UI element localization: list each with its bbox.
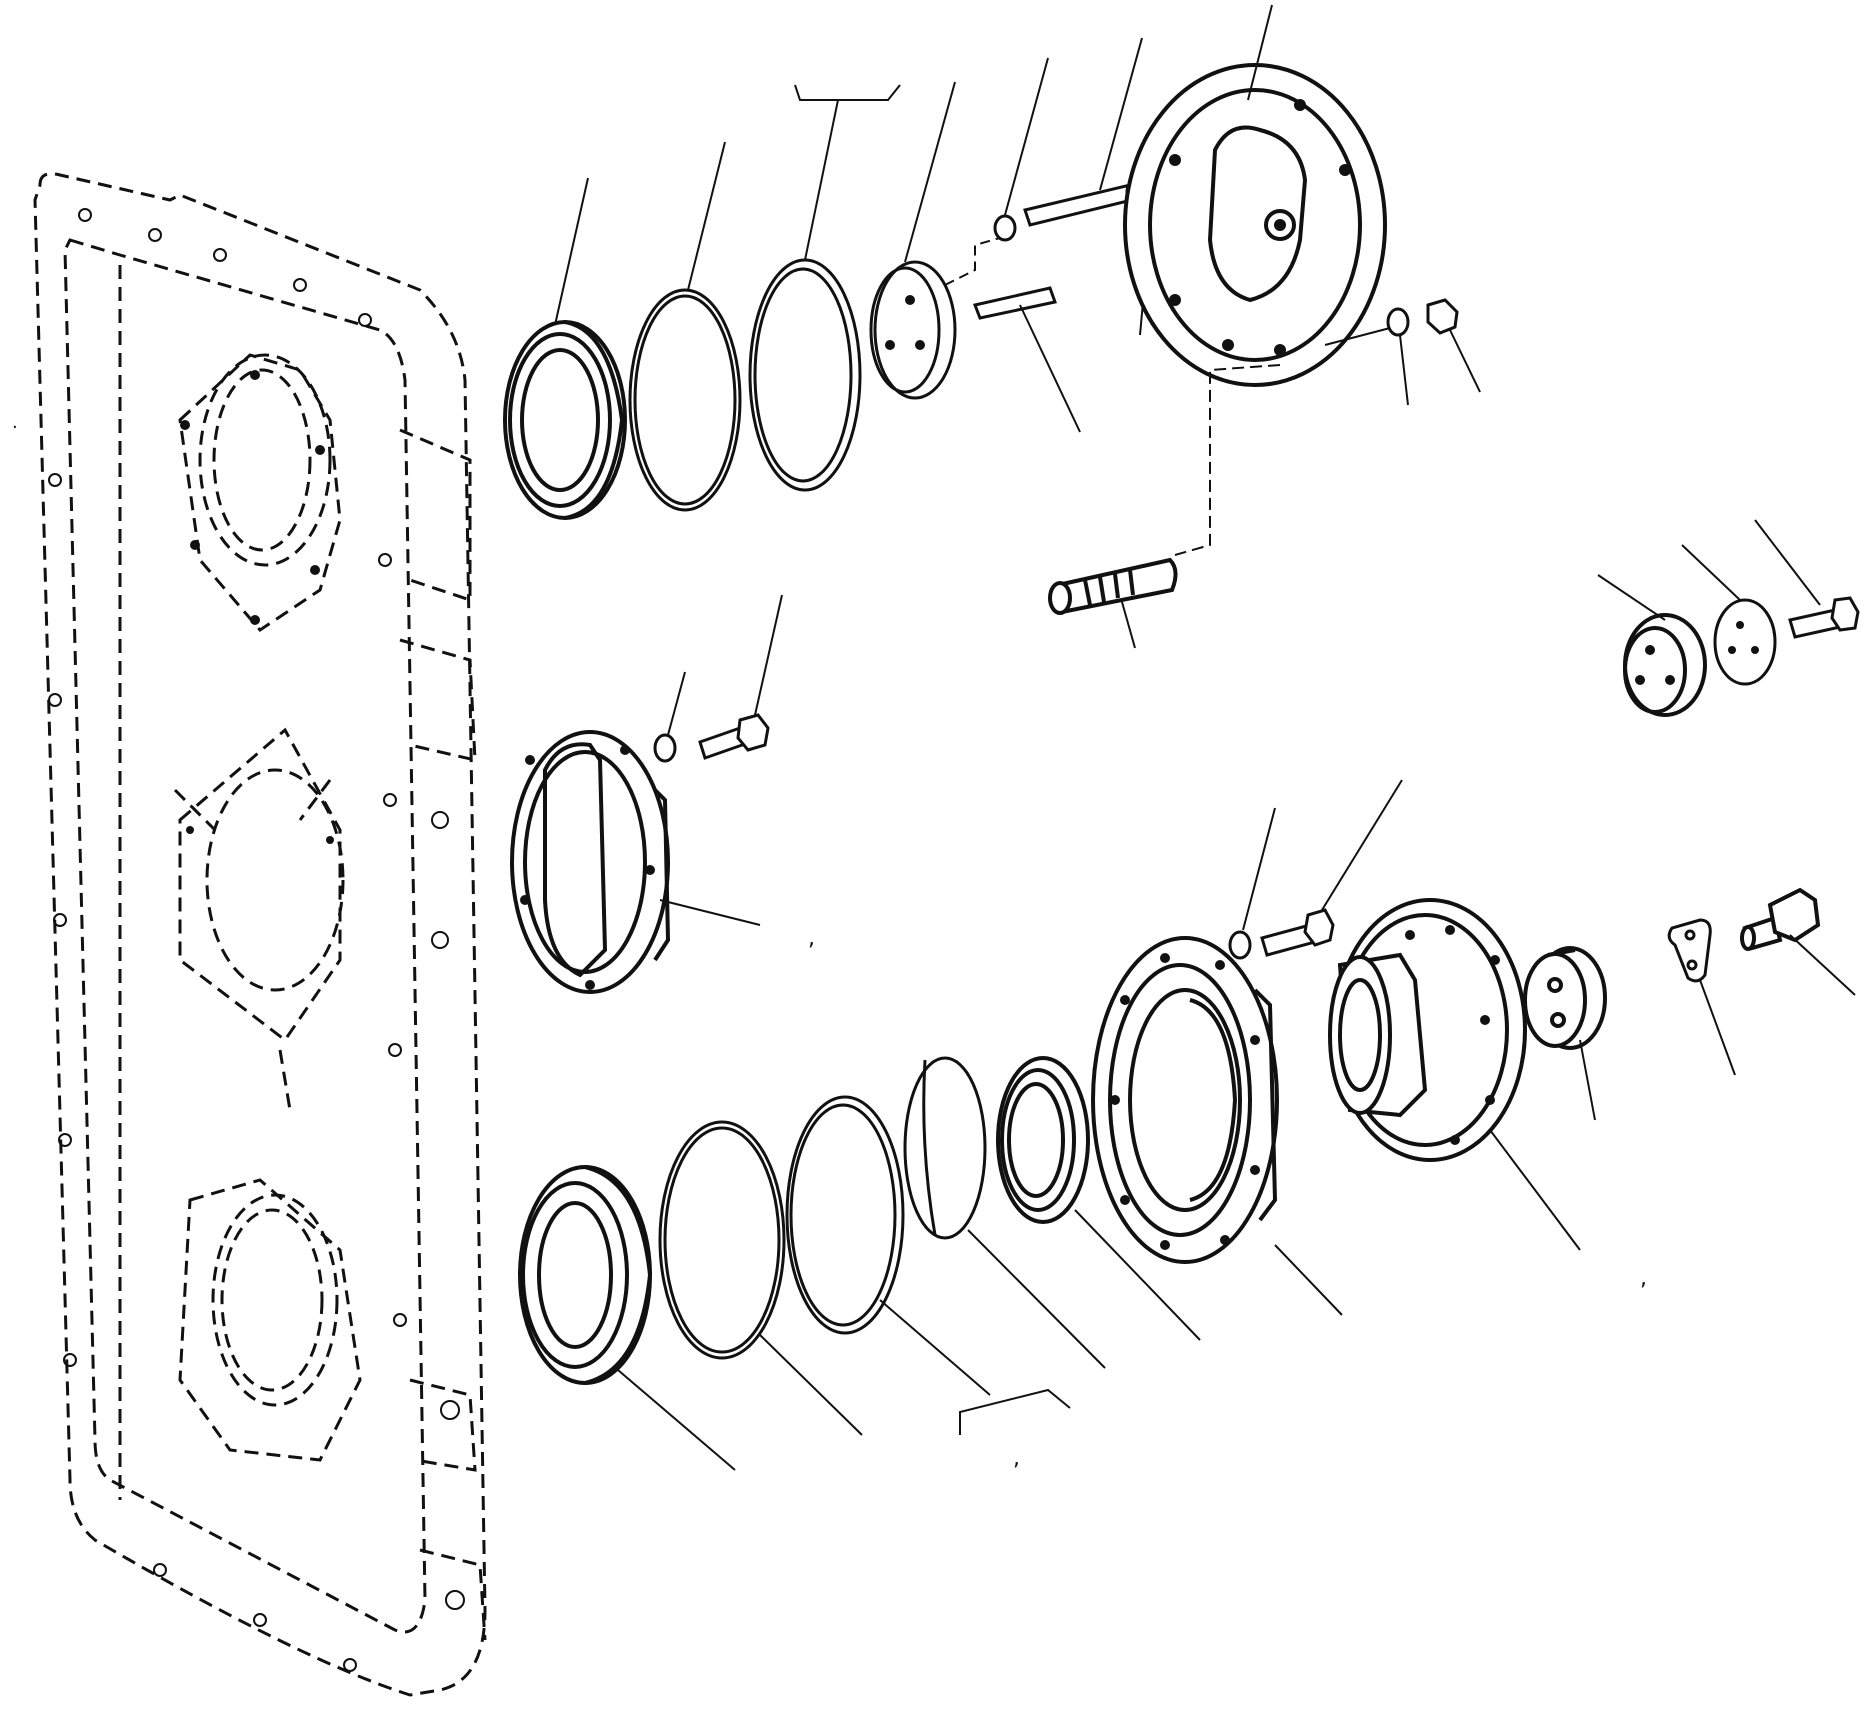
flange-mark: , [1640,1266,1647,1291]
lower-snap-ring [658,1120,786,1360]
middle-cover-mark: , [808,926,815,951]
stud [1048,557,1178,615]
upper-snap-ring [628,288,742,512]
end-washer-plate [1523,946,1607,1050]
middle-washer [653,733,677,763]
upper-pin-leader-dashed [944,237,1001,286]
lower-oil-seal [996,1056,1090,1224]
flange-bolt [1740,887,1821,951]
small-cap-3-holes [869,260,957,400]
lower-shim-bracket [959,1388,1071,1435]
lower-bearing-cage [1091,936,1279,1264]
lock-plate [1667,918,1712,983]
margin-mark: . [12,412,18,433]
lower-bolt [1260,908,1335,957]
housing-outline [33,172,487,1697]
upper-shim-bracket [794,84,901,101]
upper-long-pin [1023,181,1143,227]
lower-spacer [903,1056,987,1240]
housing-stud-holes [180,370,334,844]
lower-washer [1228,930,1252,960]
middle-bearing-cover [510,730,671,994]
lower-shim [785,1095,905,1335]
upper-washer [993,214,1017,242]
lower-bearing [518,1165,653,1385]
upper-lock-washer [1386,307,1410,337]
upper-bearing [503,320,627,520]
splined-flange-yoke [1328,898,1527,1162]
upper-nut [1426,298,1459,335]
upper-bearing-cover [1123,63,1387,387]
right-plate-3-holes [1713,598,1777,686]
middle-bolt [698,713,770,760]
lower-bracket-mark: , [1013,1446,1020,1471]
housing-bolt-holes [48,208,465,1672]
upper-shim [748,258,862,492]
upper-short-pin [972,286,1057,320]
right-bolt [1788,596,1860,639]
stud-leader-dashed [1174,364,1281,556]
right-cap-3-holes [1623,613,1707,717]
